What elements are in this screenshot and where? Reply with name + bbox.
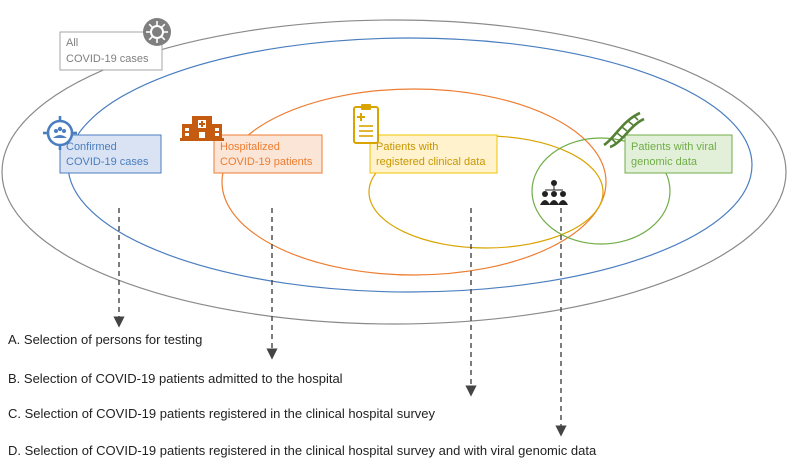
hospitalized-ellipse xyxy=(221,88,607,276)
hospitalized-label-line2: COVID-19 patients xyxy=(220,156,313,168)
statement-a: A. Selection of persons for testing xyxy=(8,332,203,347)
confirmed-cases-box: Confirmed COVID-19 cases xyxy=(59,134,162,174)
all-cases-ellipse xyxy=(1,19,787,325)
statement-c: C. Selection of COVID-19 patients regist… xyxy=(8,406,436,421)
clipboard-icon xyxy=(353,104,379,144)
virus-icon xyxy=(143,18,171,46)
genomic-label-line2: genomic data xyxy=(631,156,698,168)
genomic-label-line1: Patients with viral xyxy=(631,141,717,153)
confirmed-label-line1: Confirmed xyxy=(66,141,117,153)
dna-icon xyxy=(603,111,645,149)
genomic-data-box: Patients with viral genomic data xyxy=(624,134,733,174)
people-network-icon xyxy=(540,180,568,205)
confirmed-label-line2: COVID-19 cases xyxy=(66,156,149,168)
clinical-label-line1: Patients with xyxy=(376,141,438,153)
all-cases-box: All COVID-19 cases xyxy=(59,31,163,71)
clinical-data-box: Patients with registered clinical data xyxy=(369,134,498,174)
hospital-icon xyxy=(180,116,224,141)
hospitalized-box: Hospitalized COVID-19 patients xyxy=(213,134,323,174)
all-cases-label-line1: All xyxy=(66,37,78,49)
statement-d: D. Selection of COVID-19 patients regist… xyxy=(8,443,597,458)
hospitalized-label-line1: Hospitalized xyxy=(220,141,280,153)
statement-b: B. Selection of COVID-19 patients admitt… xyxy=(8,371,343,386)
target-icon xyxy=(43,116,77,150)
genomic-data-ellipse xyxy=(531,137,671,245)
all-cases-label-line2: COVID-19 cases xyxy=(66,53,149,65)
clinical-label-line2: registered clinical data xyxy=(376,156,486,168)
